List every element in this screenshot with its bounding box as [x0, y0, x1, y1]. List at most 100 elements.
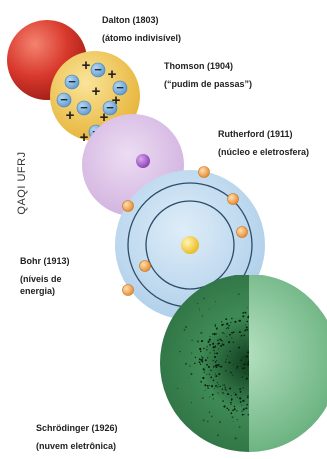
cloud-dot [212, 394, 214, 396]
cloud-dot [229, 387, 231, 389]
cloud-dot [228, 341, 230, 343]
cloud-dot [213, 366, 215, 368]
cloud-dot [234, 409, 236, 411]
cloud-dot [233, 364, 234, 365]
cloud-dot [189, 365, 190, 366]
cloud-dot [199, 361, 201, 363]
cloud-dot [219, 339, 221, 341]
cloud-dot [243, 316, 244, 317]
cloud-dot [221, 321, 222, 322]
bohr-electron [199, 167, 210, 178]
cloud-dot [215, 301, 216, 302]
cloud-dot [199, 348, 201, 350]
cloud-dot [242, 376, 243, 377]
cloud-dot [202, 359, 203, 360]
cloud-dot [234, 392, 235, 393]
cloud-dot [227, 393, 229, 395]
cloud-dot [207, 385, 209, 387]
cloud-dot [204, 384, 206, 386]
cloud-dot [236, 366, 238, 368]
cloud-dot [213, 398, 214, 399]
cloud-dot [216, 360, 217, 361]
cloud-dot [228, 325, 229, 326]
cloud-dot [248, 414, 249, 415]
cloud-dot [222, 385, 223, 386]
cloud-dot [202, 315, 203, 316]
cloud-dot [232, 375, 233, 376]
cloud-dot [240, 401, 242, 403]
cloud-dot [217, 340, 219, 342]
cloud-dot [221, 366, 223, 368]
cloud-dot [206, 349, 207, 350]
cloud-dot [208, 341, 210, 343]
cloud-dot [244, 356, 245, 357]
rutherford-label: Rutherford (1911) (núcleo e eletrosfera) [218, 128, 309, 158]
cloud-dot [185, 326, 187, 328]
cloud-dot [247, 395, 248, 396]
cloud-dot [215, 373, 216, 374]
cloud-dot [203, 348, 204, 349]
cloud-dot [200, 364, 201, 365]
cloud-dot [231, 395, 232, 396]
cloud-dot [247, 397, 248, 398]
cloud-dot [243, 408, 245, 410]
cloud-dot [190, 373, 192, 375]
positive-charge: + [66, 107, 75, 124]
charge-symbol: − [106, 100, 114, 115]
cloud-dot [244, 331, 245, 332]
cloud-dot [219, 421, 221, 423]
cloud-dot [232, 416, 234, 418]
charge-symbol: − [80, 100, 88, 115]
bohr-nucleus [181, 236, 199, 254]
cloud-dot [246, 378, 248, 380]
cloud-dot [216, 385, 217, 386]
cloud-dot [226, 336, 227, 337]
positive-charge: + [92, 83, 101, 100]
cloud-dot [242, 357, 243, 358]
cloud-dot [200, 381, 202, 383]
cloud-dot [236, 368, 237, 369]
cloud-dot [204, 371, 205, 372]
cloud-dot [214, 388, 215, 389]
cloud-dot [225, 370, 226, 371]
bohr-electron [123, 201, 134, 212]
cloud-dot [246, 321, 248, 323]
cloud-dot [239, 388, 241, 390]
cloud-dot [222, 343, 223, 344]
cloud-dot [218, 373, 220, 375]
schrodinger-label: Schrödinger (1926) (nuvem eletrônica) [36, 422, 118, 452]
cloud-dot [242, 312, 244, 314]
cloud-dot [231, 398, 233, 400]
charge-symbol: + [82, 57, 91, 74]
cloud-dot [246, 327, 248, 329]
cloud-dot [219, 366, 221, 368]
charge-symbol: − [60, 92, 68, 107]
cloud-dot [200, 332, 202, 334]
charge-symbol: − [68, 74, 76, 89]
cloud-dot [215, 375, 217, 377]
rutherford-name: Rutherford (1911) [218, 129, 293, 139]
cloud-dot [223, 324, 224, 325]
cloud-dot [216, 366, 218, 368]
cloud-dot [236, 395, 237, 396]
cloud-dot [245, 373, 246, 374]
cloud-dot [217, 392, 218, 393]
thomson-label: Thomson (1904) (“pudim de passas”) [164, 60, 252, 90]
cloud-dot [217, 434, 219, 436]
cloud-dot [216, 352, 218, 354]
cloud-dot [202, 397, 204, 399]
dalton-label: Dalton (1803) (átomo indivisível) [102, 14, 181, 44]
cloud-dot [197, 340, 199, 342]
cloud-dot [226, 390, 227, 391]
cloud-dot [220, 386, 221, 387]
cloud-dot [233, 331, 235, 333]
dalton-desc: (átomo indivisível) [102, 32, 181, 44]
cloud-dot [226, 323, 228, 325]
cloud-dot [230, 402, 232, 404]
cloud-dot [235, 437, 237, 439]
cloud-dot [217, 387, 218, 388]
charge-symbol: − [116, 80, 124, 95]
cloud-dot [231, 318, 232, 319]
cloud-dot [233, 421, 234, 422]
